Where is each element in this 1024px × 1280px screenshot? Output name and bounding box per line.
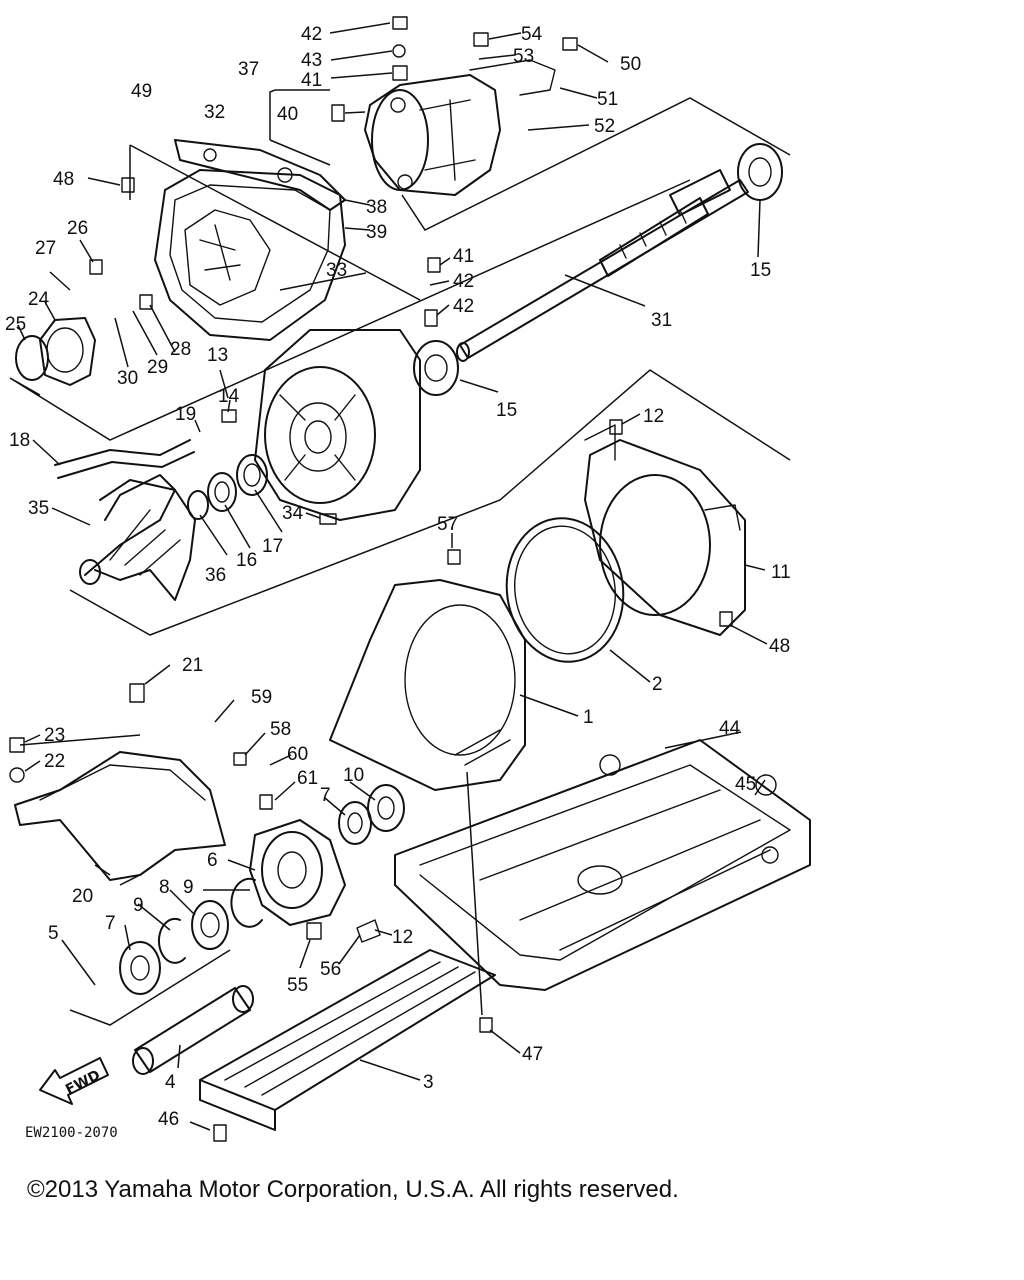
callout-7: 7 (105, 913, 116, 934)
callout-11: 11 (771, 562, 791, 583)
callout-51: 51 (597, 89, 618, 110)
callout-42: 42 (453, 271, 474, 292)
callout-15: 15 (496, 400, 517, 421)
callout-6: 6 (207, 850, 218, 871)
callout-54: 54 (521, 24, 543, 45)
callout-15: 15 (750, 260, 771, 281)
bearings-7-8-10 (119, 784, 405, 995)
ride-plate-44 (394, 739, 811, 991)
callout-53: 53 (513, 46, 534, 67)
callout-23: 23 (44, 725, 65, 746)
callout-45: 45 (735, 774, 756, 795)
callout-38: 38 (366, 197, 387, 218)
callout-50: 50 (620, 54, 641, 75)
intake-duct-11 (584, 424, 746, 636)
callout-20: 20 (72, 886, 93, 907)
callout-42: 42 (453, 296, 474, 317)
ring-seal-2 (505, 517, 625, 663)
callout-44: 44 (719, 718, 741, 739)
fwd-direction-arrow: FWD (39, 1057, 109, 1105)
leader-lines (17, 22, 768, 1131)
callout-17: 17 (262, 536, 283, 557)
bearing-15-upper (737, 143, 783, 201)
seals-16-17-36 (187, 454, 268, 520)
copyright-notice: ©2013 Yamaha Motor Corporation, U.S.A. A… (27, 1176, 679, 1203)
intake-grate-1 (329, 579, 526, 791)
drawing-code: EW2100-2070 (25, 1125, 118, 1141)
callout-28: 28 (170, 339, 191, 360)
callout-41: 41 (453, 246, 474, 267)
callout-5: 5 (48, 923, 59, 944)
callout-33: 33 (326, 260, 347, 281)
callout-9: 9 (183, 877, 194, 898)
grate-3 (199, 949, 496, 1131)
nozzle-housing-32 (154, 139, 346, 341)
cover-24-25 (15, 317, 96, 386)
callout-60: 60 (287, 744, 308, 765)
callout-39: 39 (366, 222, 387, 243)
callout-47: 47 (522, 1044, 543, 1065)
callout-40: 40 (277, 104, 298, 125)
callout-31: 31 (651, 310, 672, 331)
bearing-15-lower (413, 340, 459, 396)
callout-46: 46 (158, 1109, 179, 1130)
callout-61: 61 (297, 768, 318, 789)
callout-12: 12 (643, 406, 664, 427)
callout-37: 37 (238, 59, 259, 80)
callout-48: 48 (769, 636, 790, 657)
callout-27: 27 (35, 238, 56, 259)
hose-18 (54, 439, 195, 479)
callout-49: 49 (131, 81, 152, 102)
callout-1: 1 (583, 707, 594, 728)
callout-7: 7 (320, 785, 331, 806)
jet-pump-exploded-diagram: FWD (5, 16, 811, 1142)
callout-58: 58 (270, 719, 291, 740)
callout-13: 13 (207, 345, 228, 366)
callout-14: 14 (218, 386, 240, 407)
shaft-4 (132, 985, 254, 1075)
callout-25: 25 (5, 314, 26, 335)
callout-32: 32 (204, 102, 225, 123)
callout-8: 8 (159, 877, 170, 898)
callout-24: 24 (28, 289, 50, 310)
callout-52: 52 (594, 116, 615, 137)
cover-20 (14, 751, 226, 881)
callout-3: 3 (423, 1072, 434, 1093)
callout-19: 19 (175, 404, 196, 425)
callout-9: 9 (133, 895, 144, 916)
clips-9 (157, 877, 263, 964)
upper-assembly-frame (9, 89, 791, 1026)
callout-30: 30 (117, 368, 138, 389)
callout-2: 2 (652, 674, 663, 695)
callout-43: 43 (301, 50, 322, 71)
impeller-housing-13 (254, 329, 421, 521)
callout-22: 22 (44, 751, 65, 772)
callout-34: 34 (282, 503, 304, 524)
callout-26: 26 (67, 218, 88, 239)
callout-12: 12 (392, 927, 413, 948)
callout-4: 4 (165, 1072, 176, 1093)
fwd-label: FWD (63, 1067, 103, 1098)
bearing-housing-6 (249, 819, 346, 926)
callout-35: 35 (28, 498, 49, 519)
steering-nozzle-37 (364, 59, 556, 196)
impeller-35 (79, 474, 196, 601)
callout-21: 21 (182, 655, 203, 676)
callout-labels: 42 43 41 54 53 50 37 49 32 40 51 52 48 3… (5, 24, 791, 1130)
fasteners (9, 16, 777, 1142)
callout-16: 16 (236, 550, 257, 571)
callout-56: 56 (320, 959, 341, 980)
drive-shaft-31 (456, 169, 749, 362)
callout-48: 48 (53, 169, 74, 190)
callout-57: 57 (437, 514, 458, 535)
callout-55: 55 (287, 975, 308, 996)
callout-36: 36 (205, 565, 226, 586)
callout-41: 41 (301, 70, 322, 91)
callout-59: 59 (251, 687, 272, 708)
callout-42: 42 (301, 24, 322, 45)
callout-29: 29 (147, 357, 168, 378)
callout-18: 18 (9, 430, 30, 451)
callout-10: 10 (343, 765, 364, 786)
